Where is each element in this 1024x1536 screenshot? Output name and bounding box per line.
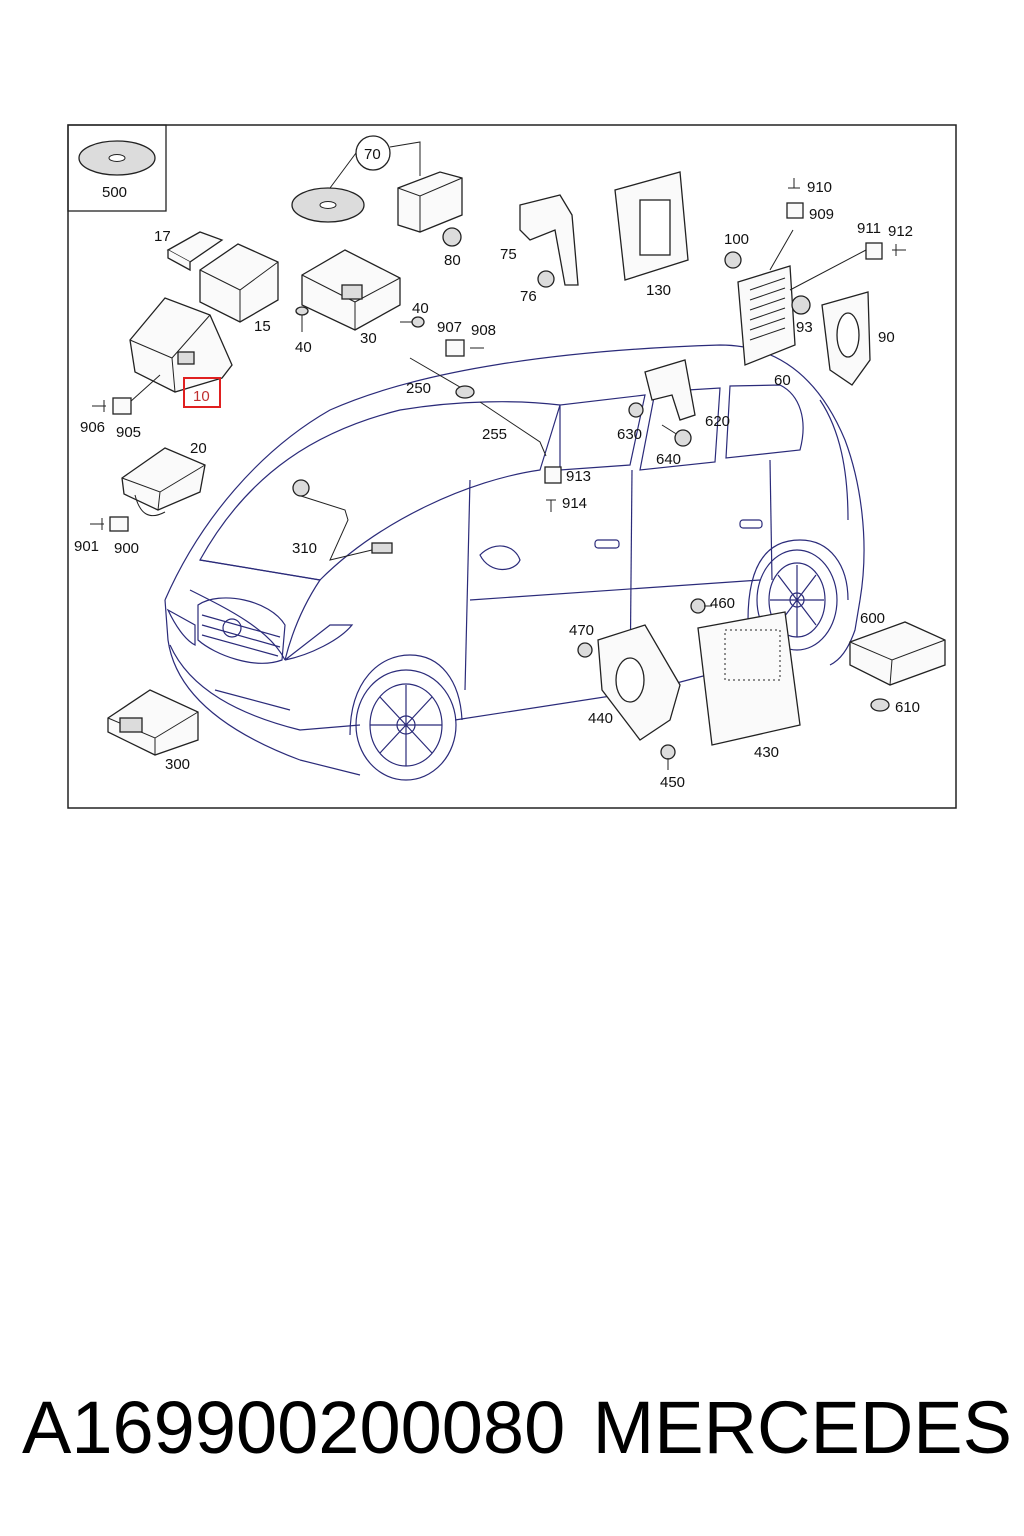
grille	[197, 597, 286, 664]
usb-cable-310	[292, 479, 393, 561]
callout-620: 620	[705, 413, 730, 430]
callout-60: 60	[774, 372, 791, 389]
callout-40-left: 40	[295, 339, 312, 356]
car-outline	[164, 344, 865, 781]
callout-40-right: 40	[412, 300, 429, 317]
callout-255: 255	[482, 426, 507, 443]
callout-908: 908	[471, 322, 496, 339]
callout-906: 906	[80, 419, 105, 436]
unit-430	[697, 611, 801, 746]
callout-905: 905	[116, 424, 141, 441]
callout-910: 910	[807, 179, 832, 196]
callout-640: 640	[656, 451, 681, 468]
module-70	[397, 171, 463, 233]
callout-250: 250	[406, 380, 431, 397]
callout-914: 914	[562, 495, 587, 512]
antenna-cable-250	[409, 357, 475, 399]
screw-450	[660, 744, 676, 770]
bracket-75	[519, 194, 579, 288]
cd-disc-70	[291, 187, 365, 223]
module-600	[849, 621, 946, 686]
screw-40-a	[295, 306, 309, 332]
pin-901	[90, 518, 104, 530]
callout-901: 901	[74, 538, 99, 555]
connector-909	[786, 202, 804, 219]
washer-630	[628, 402, 644, 418]
screw-640	[661, 424, 692, 447]
callout-440: 440	[588, 710, 613, 727]
callout-909: 909	[809, 206, 834, 223]
callout-610: 610	[895, 699, 920, 716]
washer-100	[724, 251, 742, 269]
callout-80: 80	[444, 252, 461, 269]
callout-630: 630	[617, 426, 642, 443]
screw-40-b	[400, 316, 425, 328]
callout-90: 90	[878, 329, 895, 346]
callout-450: 450	[660, 774, 685, 791]
connector-900	[109, 516, 129, 532]
brand-text: MERCEDES	[592, 1385, 1012, 1469]
bracket-90	[821, 291, 871, 386]
callout-470: 470	[569, 622, 594, 639]
caption-bar: A169900200080 MERCEDES	[22, 1372, 1012, 1482]
nut-93	[791, 295, 811, 315]
callout-912: 912	[888, 223, 913, 240]
connector-907	[445, 339, 484, 357]
pin-914	[546, 499, 556, 512]
pin-912	[892, 244, 906, 256]
callout-911: 911	[857, 220, 881, 237]
pin-906	[92, 400, 106, 412]
cd-inset-box	[67, 124, 167, 212]
callout-15: 15	[254, 318, 271, 335]
callout-300: 300	[165, 756, 190, 773]
callout-20: 20	[190, 440, 207, 457]
part-number-text: A169900200080	[22, 1385, 566, 1469]
unit-20	[121, 447, 206, 517]
cd-disc-500	[78, 140, 156, 176]
pin-910	[788, 178, 800, 189]
callout-10: 10	[193, 388, 210, 405]
cable-255	[479, 401, 547, 457]
callout-130: 130	[646, 282, 671, 299]
callout-93: 93	[796, 319, 813, 336]
bracket-620	[644, 359, 696, 421]
callout-310: 310	[292, 540, 317, 557]
module-300	[107, 689, 199, 756]
callout-907: 907	[437, 319, 462, 336]
connector-913	[544, 466, 562, 484]
callout-17: 17	[154, 228, 171, 245]
connector-911	[865, 242, 883, 260]
callout-76: 76	[520, 288, 537, 305]
callout-70: 70	[364, 146, 381, 163]
callout-75: 75	[500, 246, 517, 263]
connector-905	[112, 397, 132, 415]
callout-460: 460	[710, 595, 735, 612]
bracket-130	[614, 171, 689, 281]
callout-30: 30	[360, 330, 377, 347]
box-15	[199, 243, 279, 323]
washer-470	[577, 642, 593, 658]
callout-430: 430	[754, 744, 779, 761]
board-17	[166, 231, 224, 272]
callout-913: 913	[566, 468, 591, 485]
nut-80	[442, 227, 462, 247]
screw-460	[690, 598, 712, 614]
highlight-box-10	[183, 377, 221, 408]
callout-500: 500	[102, 184, 127, 201]
head-unit-10	[129, 297, 233, 403]
callout-labels: 500 70 80 17 15 30 40 40 75 76 130 910 9…	[74, 146, 920, 791]
callout-900: 900	[114, 540, 139, 557]
amplifier-60	[737, 265, 796, 366]
module-30	[301, 249, 401, 331]
bracket-440	[597, 624, 681, 741]
callout-600: 600	[860, 610, 885, 627]
grommet-610	[870, 698, 890, 712]
callout-100: 100	[724, 231, 749, 248]
